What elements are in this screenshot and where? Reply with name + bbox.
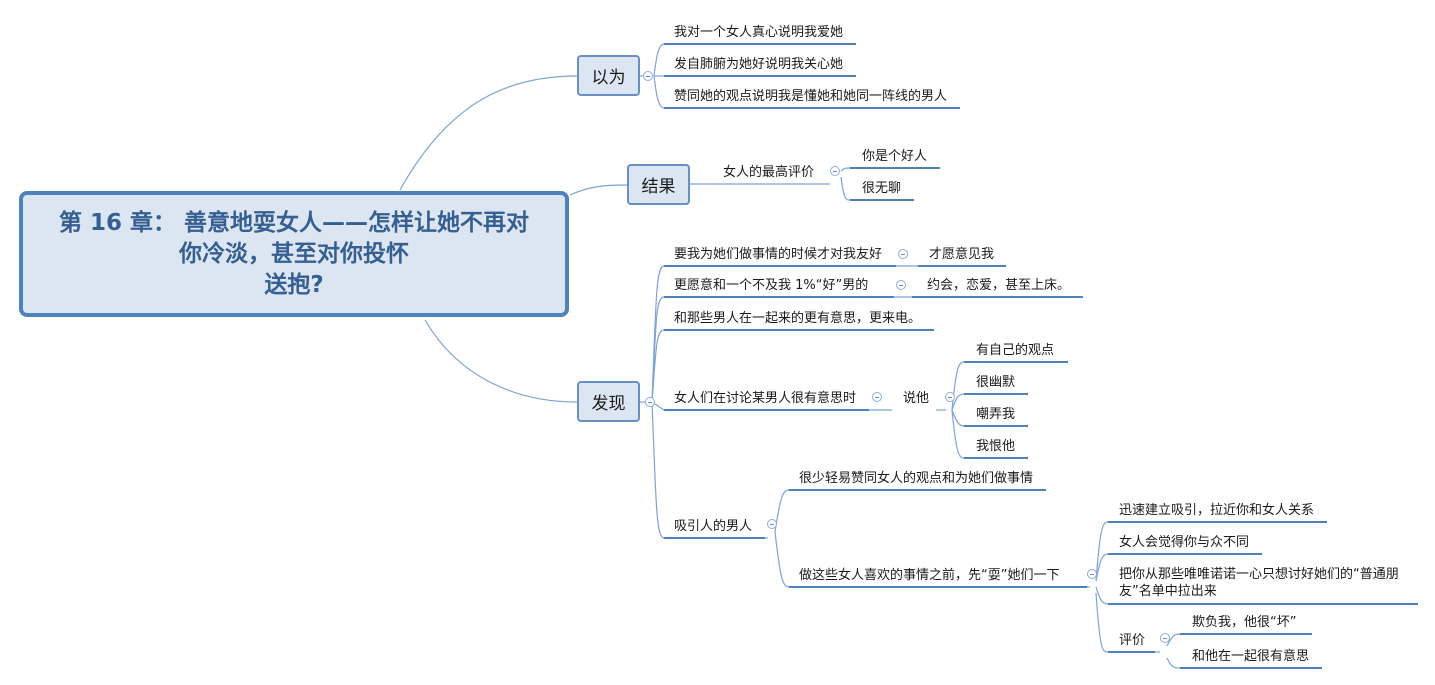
collapse-toggle-icon[interactable] (898, 249, 908, 259)
topic-jieguo-good-guy[interactable]: 你是个好人 (862, 149, 928, 164)
branch-yiwei[interactable]: 以为 (577, 55, 640, 96)
link-root-jieguo (569, 184, 628, 196)
branch-jieguo[interactable]: 结果 (627, 164, 690, 205)
topic-faxian-2-result[interactable]: 约会，恋爱，甚至上床。 (927, 278, 1071, 293)
branch-yiwei-label: 以为 (591, 68, 626, 88)
topic-faxian-1[interactable]: 要我为她们做事情的时候才对我友好 (674, 247, 883, 262)
topic-faxian-3[interactable]: 和那些男人在一起来的更有意思，更来电。 (674, 311, 922, 326)
topic-yiwei-1[interactable]: 我对一个女人真心说明我爱她 (674, 25, 844, 40)
topic-say-2[interactable]: 很幽默 (976, 375, 1016, 390)
topic-say-4[interactable]: 我恨他 (976, 439, 1016, 454)
topic-faxian-1-result[interactable]: 才愿意见我 (929, 247, 995, 262)
topic-faxian-4-say[interactable]: 说他 (903, 391, 930, 406)
link-root-yiwei (399, 75, 578, 191)
topic-say-1[interactable]: 有自己的观点 (976, 343, 1055, 358)
topic-effect-1[interactable]: 迅速建立吸引，拉近你和女人关系 (1119, 503, 1315, 518)
topic-yiwei-2[interactable]: 发自肺腑为她好说明我关心她 (674, 57, 844, 72)
link-root-faxian (424, 319, 578, 403)
topic-faxian-4[interactable]: 女人们在讨论某男人很有意思时 (674, 391, 857, 406)
collapse-toggle-icon[interactable] (896, 280, 906, 290)
topic-attractive-1[interactable]: 很少轻易赞同女人的观点和为她们做事情 (799, 471, 1034, 486)
topic-effect-3[interactable]: 把你从那些唯唯诺诺一心只想讨好她们的“普通朋友”名单中拉出来 (1119, 567, 1399, 599)
topic-attractive-2[interactable]: 做这些女人喜欢的事情之前，先“耍”她们一下 (799, 568, 1060, 583)
topic-jieguo-boring[interactable]: 很无聊 (862, 181, 902, 196)
collapse-toggle-icon[interactable] (643, 71, 653, 81)
collapse-toggle-icon[interactable] (945, 392, 955, 402)
topic-attractive-man[interactable]: 吸引人的男人 (674, 519, 753, 534)
branch-faxian[interactable]: 发现 (577, 381, 640, 422)
topic-yiwei-3[interactable]: 赞同她的观点说明我是懂她和她同一阵线的男人 (674, 89, 948, 104)
topic-say-3[interactable]: 嘲弄我 (976, 407, 1016, 422)
collapse-toggle-icon[interactable] (872, 392, 882, 402)
topic-review-2[interactable]: 和他在一起很有意思 (1192, 649, 1310, 664)
central-topic[interactable]: 第 16 章： 善意地耍女人——怎样让她不再对 你冷淡，甚至对你投怀 送抱? (19, 191, 569, 317)
collapse-toggle-icon[interactable] (767, 519, 777, 529)
topic-review-1[interactable]: 欺负我，他很“坏” (1192, 615, 1297, 630)
topic-faxian-2[interactable]: 更愿意和一个不及我 1%“好”男的 (674, 278, 869, 293)
branch-jieguo-label: 结果 (641, 177, 676, 197)
collapse-toggle-icon[interactable] (1160, 633, 1170, 643)
topic-review[interactable]: 评价 (1119, 633, 1146, 648)
central-topic-title: 第 16 章： 善意地耍女人——怎样让她不再对 你冷淡，甚至对你投怀 送抱? (58, 209, 530, 298)
collapse-toggle-icon[interactable] (830, 166, 840, 176)
topic-jieguo-evaluation[interactable]: 女人的最高评价 (723, 165, 815, 180)
collapse-toggle-icon[interactable] (645, 397, 655, 407)
topic-effect-2[interactable]: 女人会觉得你与众不同 (1119, 535, 1250, 550)
branch-faxian-label: 发现 (591, 394, 626, 414)
collapse-toggle-icon[interactable] (1087, 569, 1097, 579)
